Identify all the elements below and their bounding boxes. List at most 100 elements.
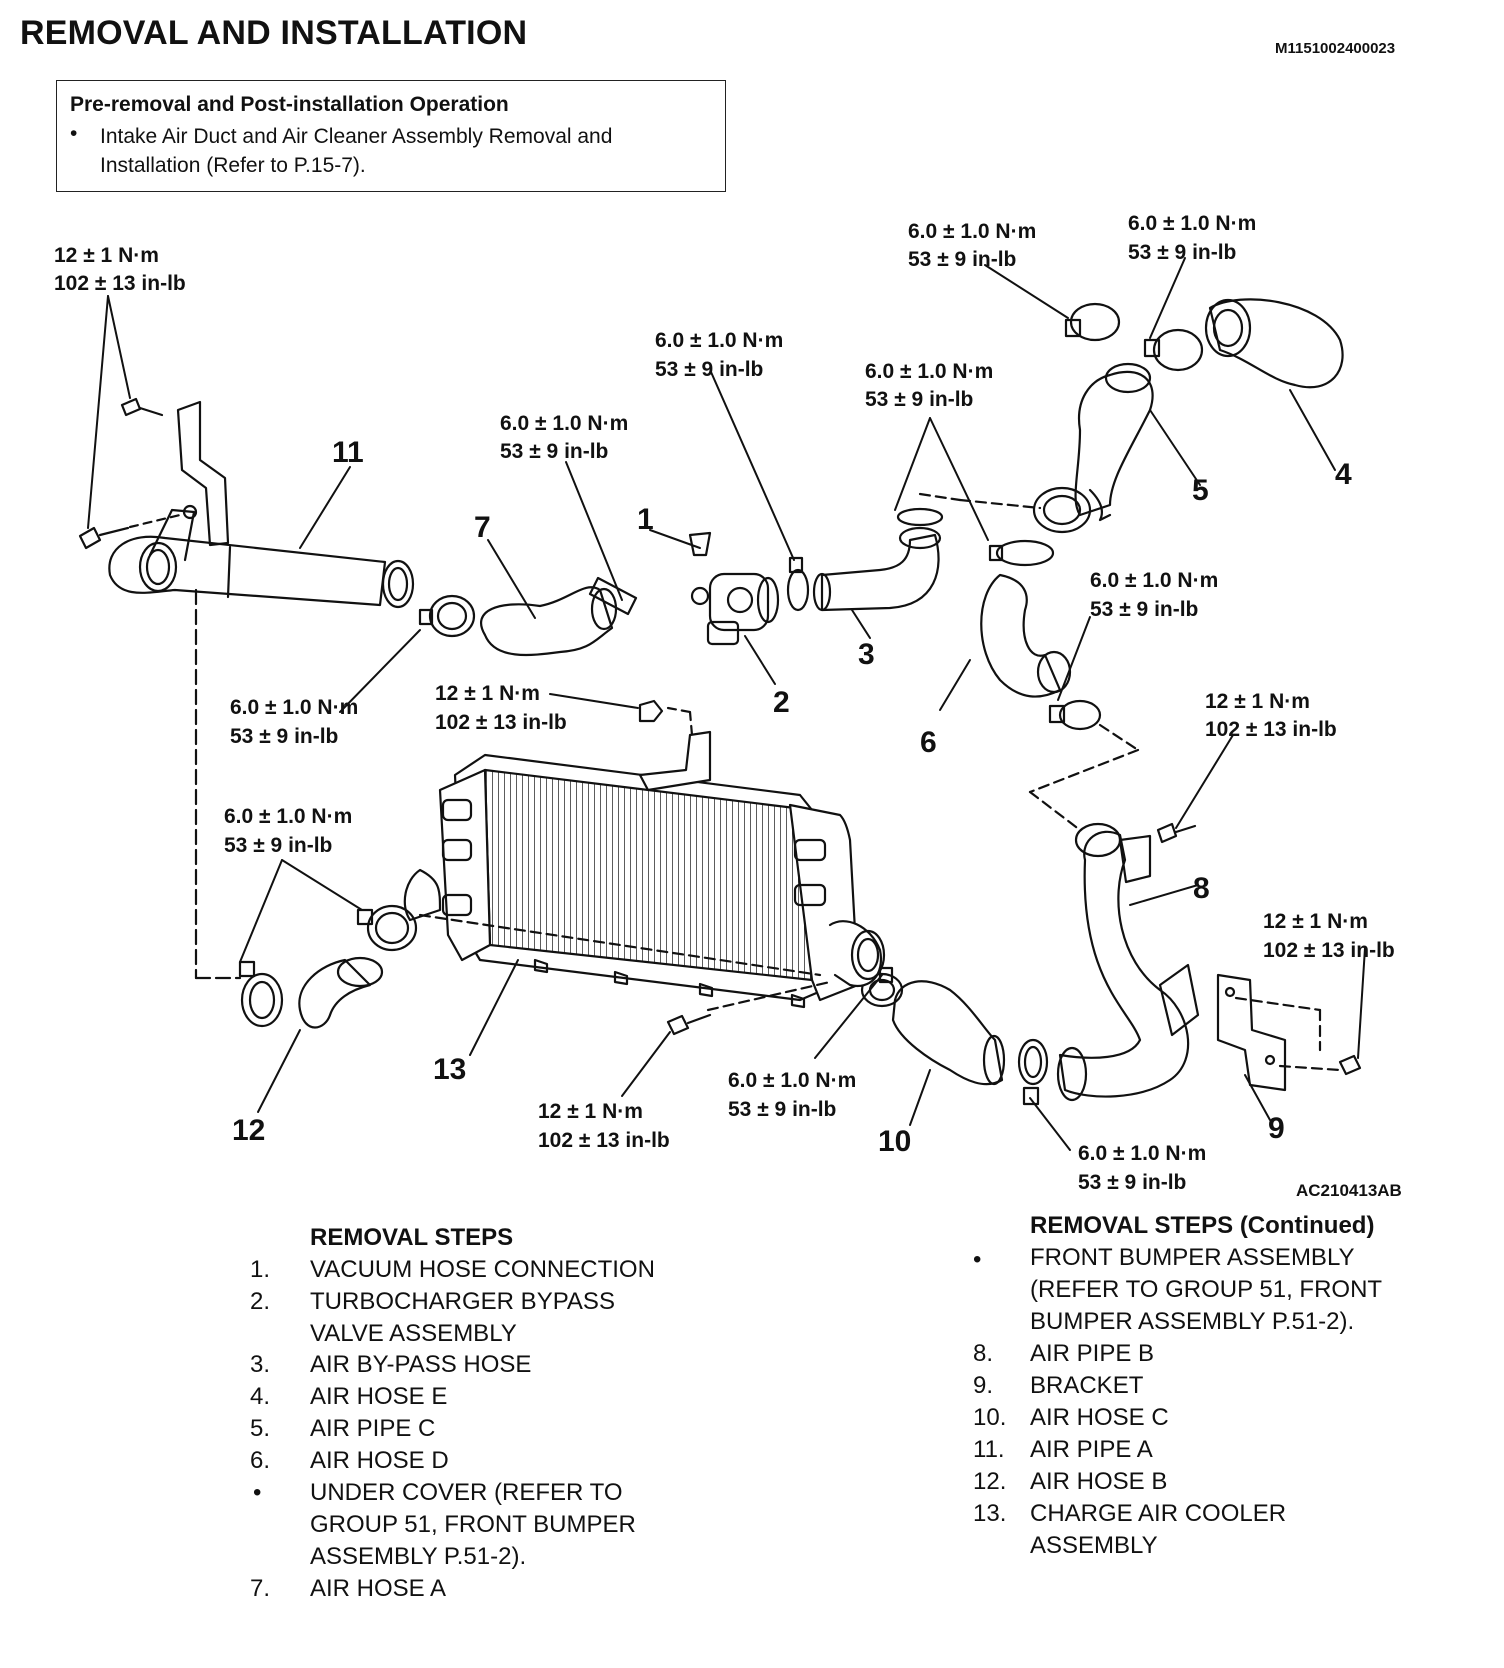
torque-small-8-nm: 6.0 ± 1.0 N·m [224,805,352,828]
step-text: UNDER COVER (REFER TO [310,1479,623,1506]
torque-small-1-inlb: 53 ± 9 in-lb [500,440,608,463]
pre-operation-title: Pre-removal and Post-installation Operat… [70,93,509,116]
pre-operation-line-2: Installation (Refer to P.15-7). [100,154,366,177]
step-text: BRACKET [1030,1372,1144,1399]
removal-steps-continued-heading: REMOVAL STEPS (Continued) [1030,1212,1375,1239]
step-text: GROUP 51, FRONT BUMPER [310,1511,636,1538]
bypass-valve-part [690,572,780,646]
step-number: 6. [250,1447,271,1474]
torque-small-6-inlb: 53 ± 9 in-lb [1090,598,1198,621]
torque-small-4-inlb: 53 ± 9 in-lb [908,248,1016,271]
air-bypass-hose-part [812,507,944,612]
torque-small-1-nm: 6.0 ± 1.0 N·m [500,412,628,435]
step-number: 7. [250,1575,271,1602]
torque-small-4-nm: 6.0 ± 1.0 N·m [908,220,1036,243]
callout-3: 3 [858,638,875,671]
step-number: 4. [250,1383,271,1410]
step-text: AIR BY-PASS HOSE [310,1351,532,1378]
step-text: AIR PIPE A [1030,1436,1153,1463]
step-number: 11. [973,1436,1005,1463]
pre-operation-box [56,80,726,192]
torque-large-3-inlb: 102 ± 13 in-lb [1205,718,1337,741]
leader-lines [87,257,1366,1151]
torque-large-3-nm: 12 ± 1 N·m [1205,690,1310,713]
air-hose-c-part [891,980,1006,1086]
torque-small-8-inlb: 53 ± 9 in-lb [224,834,332,857]
air-hose-a-part [479,576,638,657]
torque-small-10-inlb: 53 ± 9 in-lb [1078,1171,1186,1194]
step-text: AIR HOSE E [310,1383,448,1410]
removal-steps-heading: REMOVAL STEPS [310,1224,514,1251]
step-text: VALVE ASSEMBLY [310,1320,517,1347]
callout-7: 7 [474,511,491,544]
torque-small-2-nm: 6.0 ± 1.0 N·m [655,329,783,352]
vacuum-hose-part [688,531,712,557]
step-text: ASSEMBLY [1030,1532,1158,1559]
figure-id: AC210413AB [1296,1181,1402,1200]
step-text: AIR HOSE A [310,1575,447,1602]
torque-small-3-nm: 6.0 ± 1.0 N·m [865,360,993,383]
charge-air-cooler-part [403,699,886,1036]
clamp-7a [418,594,476,638]
torque-large-2-nm: 12 ± 1 N·m [435,682,540,705]
step-number: 13. [973,1500,1007,1527]
air-hose-e-part [1204,298,1344,389]
step-text: AIR PIPE C [310,1415,436,1442]
step-number: 5. [250,1415,271,1442]
callout-6: 6 [920,726,937,759]
step-text: ASSEMBLY P.51-2). [310,1543,527,1570]
step-text: BUMPER ASSEMBLY P.51-2). [1030,1308,1355,1335]
callout-4: 4 [1335,458,1352,491]
step-number: 8. [973,1340,994,1367]
callout-13: 13 [433,1053,466,1086]
bolt-8 [1156,822,1197,844]
step-text: AIR HOSE D [310,1447,449,1474]
step-text: AIR HOSE B [1030,1468,1168,1495]
step-text: VACUUM HOSE CONNECTION [310,1256,655,1283]
torque-small-5-nm: 6.0 ± 1.0 N·m [1128,212,1256,235]
air-hose-b-part [298,956,384,1029]
clamp-10b [1017,1038,1049,1106]
torque-small-3-inlb: 53 ± 9 in-lb [865,388,973,411]
callout-9: 9 [1268,1112,1285,1145]
torque-small-9-nm: 6.0 ± 1.0 N·m [728,1069,856,1092]
air-hose-d-part [980,573,1140,832]
torque-small-6-nm: 6.0 ± 1.0 N·m [1090,569,1218,592]
clamp-2 [786,556,810,612]
torque-large-4-inlb: 102 ± 13 in-lb [1263,939,1395,962]
torque-small-5-inlb: 53 ± 9 in-lb [1128,241,1236,264]
callout-1: 1 [637,503,654,536]
step-text: CHARGE AIR COOLER [1030,1500,1287,1527]
step-number: 3. [250,1351,271,1378]
clamps-5 [1064,302,1204,372]
document-id: M1151002400023 [1275,40,1396,57]
torque-large-2-inlb: 102 ± 13 in-lb [435,711,567,734]
step-text: TURBOCHARGER BYPASS [310,1288,615,1315]
page-title: REMOVAL AND INSTALLATION [20,14,528,52]
callout-8: 8 [1193,872,1210,905]
torque-large-5-nm: 12 ± 1 N·m [538,1100,643,1123]
step-text: AIR PIPE B [1030,1340,1155,1367]
callout-5: 5 [1192,474,1209,507]
air-pipe-c-part [918,362,1154,534]
torque-small-2-inlb: 53 ± 9 in-lb [655,358,763,381]
torque-large-4-nm: 12 ± 1 N·m [1263,910,1368,933]
pre-operation-line-1: Intake Air Duct and Air Cleaner Assembly… [100,125,613,148]
step-text: (REFER TO GROUP 51, FRONT [1030,1276,1383,1303]
step-number: 1. [250,1256,271,1283]
step-bullet: • [973,1246,982,1273]
pre-operation-bullet: • [70,122,78,145]
air-pipe-b-part [1056,822,1200,1102]
torque-small-7-nm: 6.0 ± 1.0 N·m [230,696,358,719]
clamps-12 [238,904,418,1028]
torque-large-5-inlb: 102 ± 13 in-lb [538,1129,670,1152]
torque-large-1-inlb: 102 ± 13 in-lb [54,272,186,295]
bracket-part [1216,973,1362,1092]
air-pipe-a-part [78,397,415,980]
callout-12: 12 [232,1114,265,1147]
torque-small-7-inlb: 53 ± 9 in-lb [230,725,338,748]
step-text: AIR HOSE C [1030,1404,1169,1431]
torque-large-1-nm: 12 ± 1 N·m [54,244,159,267]
step-text: FRONT BUMPER ASSEMBLY [1030,1244,1355,1271]
